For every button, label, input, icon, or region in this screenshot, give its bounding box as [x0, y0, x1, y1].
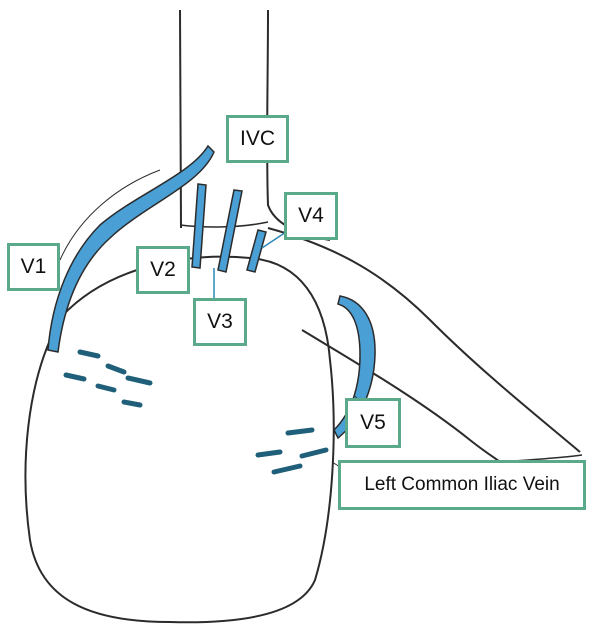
- label-v4: V4: [284, 192, 338, 240]
- ivc-base: [180, 222, 268, 227]
- v4-vein-segment: [247, 230, 266, 272]
- ivc-tube-left-wall: [180, 10, 181, 228]
- hatch-marks-left: [66, 352, 150, 405]
- label-v2: V2: [136, 246, 190, 294]
- hatch-marks-right: [258, 430, 326, 472]
- iliac-vein-lower-wall: [302, 330, 500, 462]
- label-v5: V5: [345, 398, 401, 448]
- label-left-common-iliac-vein: Left Common Iliac Vein: [338, 460, 586, 510]
- label-v3: V3: [193, 298, 247, 346]
- label-ivc: IVC: [226, 115, 289, 163]
- iliac-vein-upper-wall: [268, 228, 580, 452]
- vein-body-outline: [25, 257, 333, 623]
- v3-vein-segment: [218, 190, 242, 272]
- label-v1: V1: [7, 243, 60, 291]
